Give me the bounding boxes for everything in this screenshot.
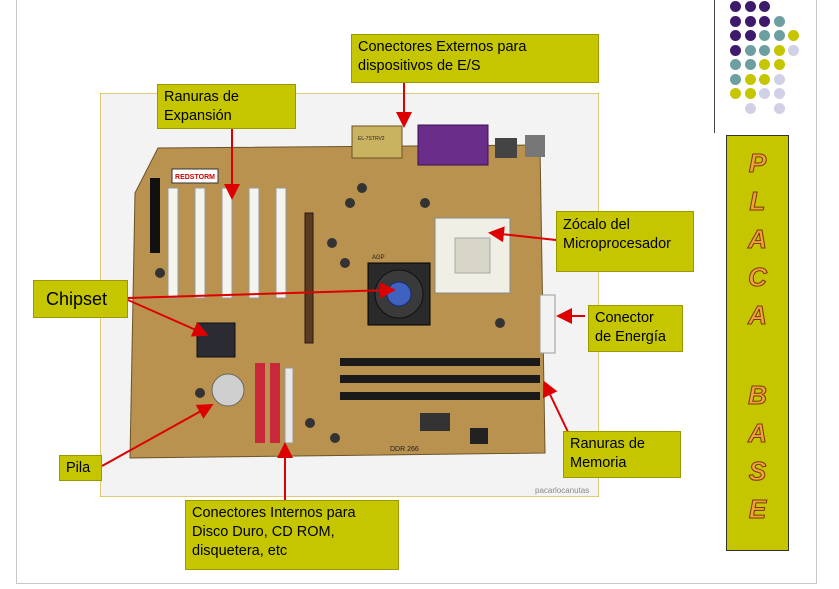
atx-power-connector [539, 294, 556, 354]
agp-slot [304, 212, 314, 344]
io-ps2-connector [525, 135, 545, 157]
decorative-dot [788, 30, 799, 41]
ide-connector-2 [270, 363, 280, 443]
decorative-dot [773, 15, 785, 27]
pci-slot-2 [194, 187, 206, 299]
divider-line [714, 0, 715, 133]
io-serial-connector [351, 125, 403, 159]
decorative-dot [730, 30, 741, 41]
decorative-dot [773, 44, 785, 56]
label-line: Expansión [164, 108, 232, 124]
title-placa-base: P L A C A B A S E [726, 135, 789, 551]
decorative-dot [744, 59, 756, 70]
dimm-slot-1 [340, 358, 540, 366]
label-line: Ranuras de [570, 436, 645, 452]
label-line: Conectores Internos para [192, 505, 356, 521]
label-line: Zócalo del [563, 217, 630, 233]
label-line: Memoria [570, 455, 627, 471]
pcb-board [129, 144, 546, 459]
title-letter: L [749, 186, 766, 217]
decorative-dot [730, 88, 741, 99]
isa-slot [150, 178, 160, 253]
southbridge-chip [196, 322, 236, 358]
decorative-dot [759, 88, 770, 99]
brand-text: REDSTORM [175, 174, 215, 181]
label-line: Ranuras de [164, 89, 239, 105]
agp-text: AGP [372, 255, 385, 261]
decorative-dot [744, 73, 756, 85]
label-pila: Pila [59, 455, 102, 481]
decorative-dot [773, 59, 785, 70]
title-letter: A [748, 300, 768, 331]
decorative-dot [744, 1, 756, 12]
decorative-dot [759, 44, 770, 56]
title-letter: A [748, 224, 768, 255]
io-parallel-connector [417, 124, 489, 166]
decorative-dot [773, 73, 785, 85]
title-letter: A [748, 418, 768, 449]
label-line: de Energía [595, 329, 666, 345]
pci-slot-5 [275, 187, 287, 299]
watermark-text: pacarlocanutas [535, 486, 589, 495]
title-letter: S [748, 456, 767, 487]
label-ranuras-expansion: Ranuras de Expansión [157, 84, 296, 129]
label-line: Conector [595, 310, 654, 326]
decorative-dot [730, 44, 741, 56]
decorative-dot [759, 1, 770, 12]
title-letter: P [748, 148, 767, 179]
io-usb-connector [495, 138, 517, 158]
decorative-dot [744, 30, 756, 41]
decorative-dot [744, 15, 756, 27]
slide-frame [16, 0, 817, 584]
decorative-dot [744, 102, 756, 114]
chip-code-text: EL-7STRV2 [358, 136, 385, 142]
motherboard-photo: REDSTORM AGP DDR 266 EL-7STRV2 pacarloca… [100, 93, 599, 497]
decorative-dot [759, 59, 770, 70]
title-letter: E [748, 494, 767, 525]
title-letter: C [748, 262, 768, 293]
title-letter: B [748, 380, 768, 411]
decorative-dot [744, 88, 756, 99]
decorative-dot [744, 44, 756, 56]
decorative-dot [730, 1, 741, 12]
dimm-slot-2 [340, 375, 540, 383]
dimm-slot-3 [340, 392, 540, 400]
decorative-dot [759, 15, 770, 27]
decorative-dot [759, 30, 770, 41]
ddr-text: DDR 266 [390, 446, 419, 453]
pci-slot-4 [248, 187, 260, 299]
brand-sticker [171, 168, 219, 184]
label-line: Pila [66, 460, 91, 476]
label-zocalo: Zócalo del Microprocesador [556, 211, 694, 272]
floppy-connector [284, 367, 294, 444]
decorative-dot [730, 15, 741, 27]
cmos-battery [211, 373, 245, 407]
decorative-dot [773, 30, 785, 41]
label-ranuras-memoria: Ranuras de Memoria [563, 431, 681, 478]
label-conectores-internos: Conectores Internos para Disco Duro, CD … [185, 500, 399, 570]
label-line: Microprocesador [563, 236, 671, 252]
cpu-socket-pins [454, 237, 491, 274]
label-line: Disco Duro, CD ROM, [192, 524, 335, 540]
decorative-dot [730, 73, 741, 85]
ide-connector-1 [255, 363, 265, 443]
label-chipset: Chipset [33, 280, 128, 318]
label-line: disquetera, etc [192, 543, 288, 559]
decorative-dot [788, 44, 799, 56]
label-line: dispositivos de E/S [358, 58, 481, 74]
label-line: Conectores Externos para [358, 39, 527, 55]
decorative-dot [730, 59, 741, 70]
pci-slot-1 [167, 187, 179, 299]
label-conectores-externos: Conectores Externos para dispositivos de… [351, 34, 599, 83]
pci-slot-3 [221, 187, 233, 299]
label-line: Chipset [46, 289, 108, 309]
label-conector-energia: Conector de Energía [588, 305, 683, 352]
decorative-dot [773, 102, 785, 114]
decorative-dot [773, 88, 785, 99]
decorative-dot [759, 73, 770, 85]
